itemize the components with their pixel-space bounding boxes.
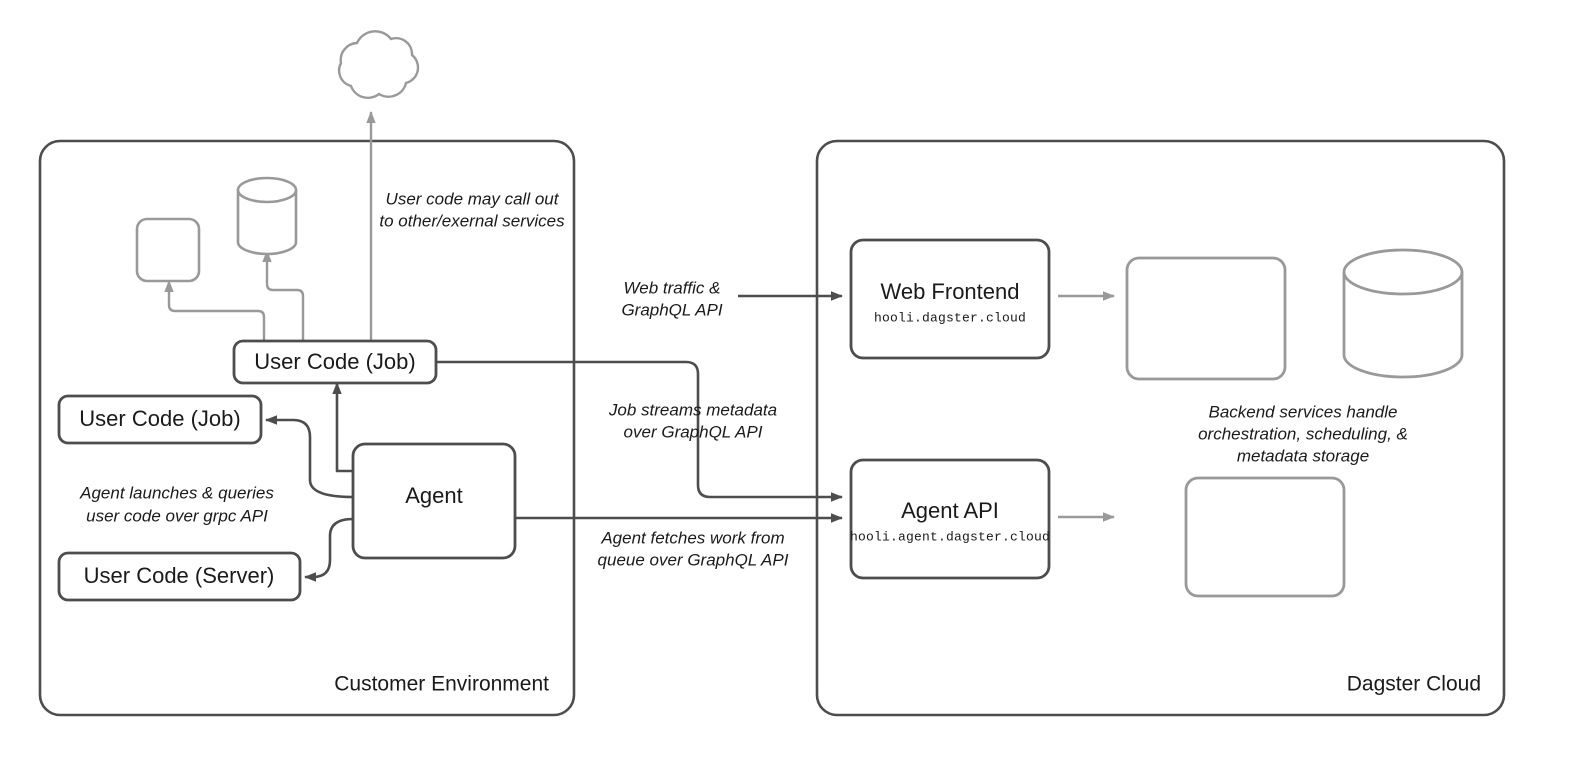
job-streams-line1: Job streams metadata: [608, 400, 777, 419]
agent-box[interactable]: [351, 442, 517, 560]
node-user-code-server[interactable]: User Code (Server): [57, 551, 302, 602]
agent-api-sublabel: hooli.agent.dagster.cloud: [850, 529, 1050, 544]
node-agent[interactable]: Agent: [351, 442, 517, 560]
backend-queue-box: [1184, 476, 1346, 598]
label-agent-launches: Agent launches & queries user code over …: [79, 483, 274, 525]
label-web-traffic: Web traffic & GraphQL API: [621, 278, 722, 319]
agent-fetches-line1: Agent fetches work from: [600, 528, 784, 547]
job-streams-line2: over GraphQL API: [624, 422, 763, 441]
edge-agent-to-usercode-server: [304, 517, 354, 582]
web-traffic-line1: Web traffic &: [624, 278, 721, 297]
dagster-cloud-label: Dagster Cloud: [1347, 673, 1481, 696]
user-code-job-secondary-box[interactable]: [57, 394, 263, 445]
user-code-server-label: User Code (Server): [84, 563, 275, 588]
node-user-code-job-secondary[interactable]: User Code (Job): [57, 394, 263, 445]
user-code-job-main-box[interactable]: [232, 339, 438, 385]
agent-api-label: Agent API: [901, 498, 999, 523]
label-agent-fetches: Agent fetches work from queue over Graph…: [598, 528, 789, 569]
user-code-server-box[interactable]: [57, 551, 302, 602]
external-database-icon: [236, 176, 298, 256]
web-traffic-line2: GraphQL API: [621, 300, 722, 319]
agent-launches-line2: user code over grpc API: [86, 506, 268, 525]
external-service-box: [135, 217, 201, 283]
web-frontend-box[interactable]: [849, 238, 1051, 360]
label-user-code-external: User code may call out to other/exernal …: [379, 189, 565, 230]
caption-backend-services: Backend services handle orchestration, s…: [1198, 402, 1408, 465]
edge-agent-to-usercode-job-secondary: [265, 415, 354, 499]
node-user-code-job-main[interactable]: User Code (Job): [232, 339, 438, 385]
agent-launches-line1: Agent launches & queries: [79, 483, 274, 502]
customer-environment-label: Customer Environment: [334, 673, 549, 696]
user-code-external-line1: User code may call out: [386, 189, 560, 208]
edge-usercode-to-external-service: [164, 280, 266, 345]
agent-label: Agent: [405, 483, 463, 508]
label-job-streams: Job streams metadata over GraphQL API: [608, 400, 777, 441]
web-frontend-label: Web Frontend: [880, 279, 1019, 304]
agent-fetches-line2: queue over GraphQL API: [598, 550, 789, 569]
backend-services-line1: Backend services handle: [1208, 402, 1397, 421]
backend-service-box: [1125, 256, 1287, 381]
edge-usercode-to-agent-api: [436, 360, 843, 502]
backend-services-line3: metadata storage: [1237, 446, 1369, 465]
node-web-frontend[interactable]: Web Frontend hooli.dagster.cloud: [849, 238, 1051, 360]
user-code-external-line2: to other/exernal services: [379, 211, 565, 230]
edge-usercode-to-external-database: [262, 250, 305, 345]
backend-database-icon: [1342, 248, 1464, 379]
web-frontend-sublabel: hooli.dagster.cloud: [874, 310, 1026, 325]
node-agent-api[interactable]: Agent API hooli.agent.dagster.cloud: [849, 458, 1051, 580]
backend-services-line2: orchestration, scheduling, &: [1198, 424, 1408, 443]
agent-api-box[interactable]: [849, 458, 1051, 580]
user-code-job-secondary-label: User Code (Job): [79, 406, 240, 431]
external-cloud-icon: [337, 30, 420, 99]
user-code-job-main-label: User Code (Job): [254, 349, 415, 374]
